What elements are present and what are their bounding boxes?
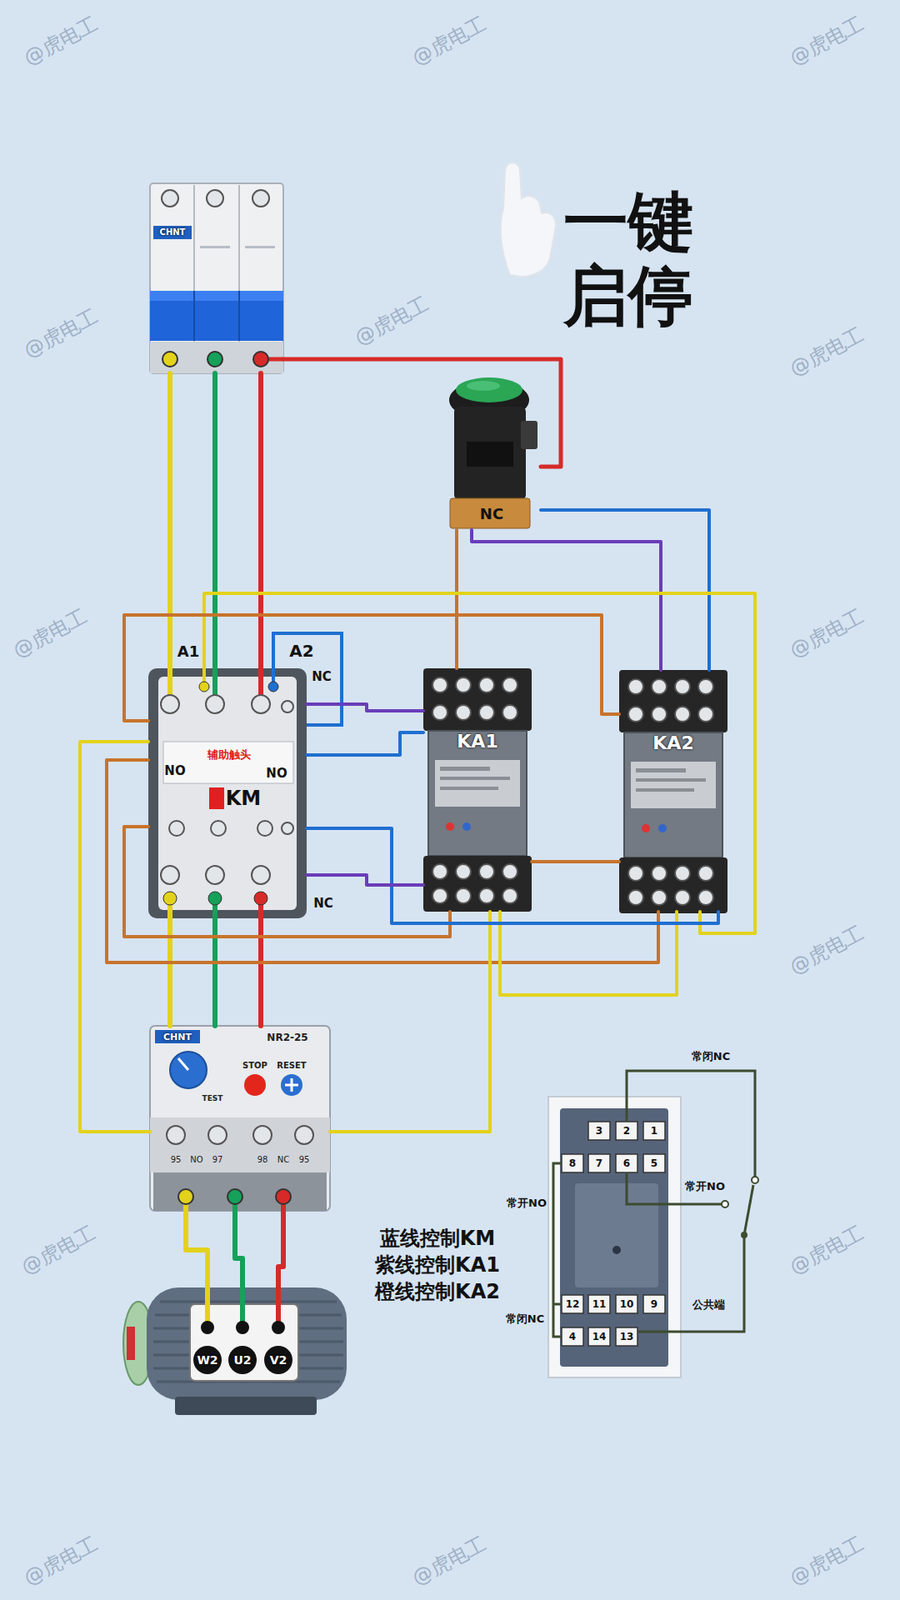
intermediate-relay: KA1 (423, 668, 532, 912)
thermal-overload-relay: CHNT NR2-25 (150, 1025, 330, 1211)
wire (258, 373, 264, 669)
button-label: RESET (276, 1061, 306, 1070)
node-text: CHNT (160, 228, 186, 237)
pin-number: 8 (569, 1158, 576, 1169)
watermark: @虎电工 (18, 1222, 99, 1278)
contactor: KM (148, 668, 307, 919)
pin-number: 10 (620, 1299, 635, 1310)
contact-label: NO (265, 767, 287, 780)
pin-number: 2 (623, 1125, 630, 1136)
watermark: @虎电工 (20, 305, 101, 361)
terminal-number: NC (277, 1155, 290, 1165)
contact-label: NC (311, 670, 332, 684)
watermark: @虎电工 (786, 324, 867, 380)
node-text: CHNT (163, 1032, 192, 1042)
watermark: @虎电工 (20, 1533, 101, 1589)
contact-label: 常开NO (506, 1197, 547, 1209)
wire (167, 918, 173, 1026)
wire (124, 826, 450, 937)
wire (306, 704, 424, 711)
node-text: NR2-25 (266, 1032, 308, 1043)
wire (531, 860, 620, 864)
circuit-breaker: CHNT (150, 183, 284, 374)
pin-number: 5 (650, 1158, 658, 1169)
watermark: @虎电工 (786, 922, 867, 978)
part-name: 辅助触头 (207, 749, 251, 760)
motor-terminal-box: W2 U2 V2 (190, 1304, 299, 1381)
pin-number: 7 (595, 1158, 603, 1169)
wire (540, 510, 710, 670)
watermark: @虎电工 (786, 1533, 867, 1589)
watermark: @虎电工 (409, 1533, 490, 1589)
button-label: STOP (242, 1061, 268, 1070)
wire (258, 918, 264, 1026)
watermark: @虎电工 (409, 13, 490, 69)
pin-number: 3 (595, 1125, 603, 1136)
wire (471, 530, 661, 670)
terminal-label: A1 (177, 644, 200, 660)
pin-number: 12 (565, 1299, 580, 1310)
terminal-number: NO (190, 1155, 203, 1165)
terminal-number: 98 (257, 1155, 269, 1165)
watermark: @虎电工 (786, 13, 867, 69)
watermark: @虎电工 (10, 605, 90, 661)
contact-label: NC (313, 897, 334, 910)
pin-number: 6 (623, 1158, 630, 1169)
note-text: 橙线控制KA2 (375, 1281, 500, 1302)
contact-label: NO (164, 765, 185, 778)
contact-label: 常闭NC (505, 1313, 545, 1325)
terminal-number: 97 (212, 1155, 224, 1165)
wire (283, 359, 561, 467)
button-label: TEST (202, 1095, 224, 1103)
push-button: NC (445, 367, 541, 530)
wire (167, 373, 173, 669)
node-text: V2 (270, 1354, 288, 1366)
contact-label: 常闭NC (691, 1050, 730, 1062)
pin-number: 1 (650, 1125, 658, 1136)
pin-number: 4 (569, 1331, 576, 1342)
node-text: U2 (233, 1354, 251, 1366)
watermark: @虎电工 (20, 13, 101, 69)
node-text: KM (225, 788, 261, 809)
note-text: 紫线控制KA1 (375, 1255, 500, 1275)
node-text: W2 (196, 1354, 218, 1366)
wire (455, 530, 459, 669)
node-text: KA1 (456, 732, 498, 751)
pin-number: 14 (592, 1331, 607, 1342)
pin-number: 11 (592, 1299, 607, 1310)
title: 一键 启停 (563, 185, 714, 334)
watermark: @虎电工 (786, 605, 867, 661)
wire (185, 1210, 208, 1305)
terminal-number: 95 (299, 1155, 310, 1165)
terminal-number: 95 (170, 1155, 182, 1165)
wire (204, 593, 755, 934)
contact-label: 公共端 (692, 1299, 725, 1310)
wire (124, 615, 620, 721)
pin-number: 9 (650, 1299, 658, 1310)
wire (106, 760, 659, 963)
intermediate-relay: KA2 (619, 670, 728, 912)
wire (306, 875, 424, 885)
pin-number: 13 (620, 1331, 635, 1342)
node-text: NC (480, 506, 504, 522)
wire (278, 1210, 284, 1305)
contact-label: 常开NO (685, 1180, 725, 1192)
wire (212, 373, 218, 669)
wire (235, 1210, 243, 1305)
watermark: @虎电工 (786, 1222, 867, 1278)
wire (306, 828, 719, 924)
terminal-label: A2 (289, 642, 314, 660)
wire (306, 732, 424, 755)
note-text: 蓝线控制KM (380, 1228, 495, 1249)
wire (330, 911, 490, 1132)
watermark: @虎电工 (351, 293, 432, 349)
wire (212, 918, 218, 1026)
node-text: KA2 (652, 734, 694, 753)
